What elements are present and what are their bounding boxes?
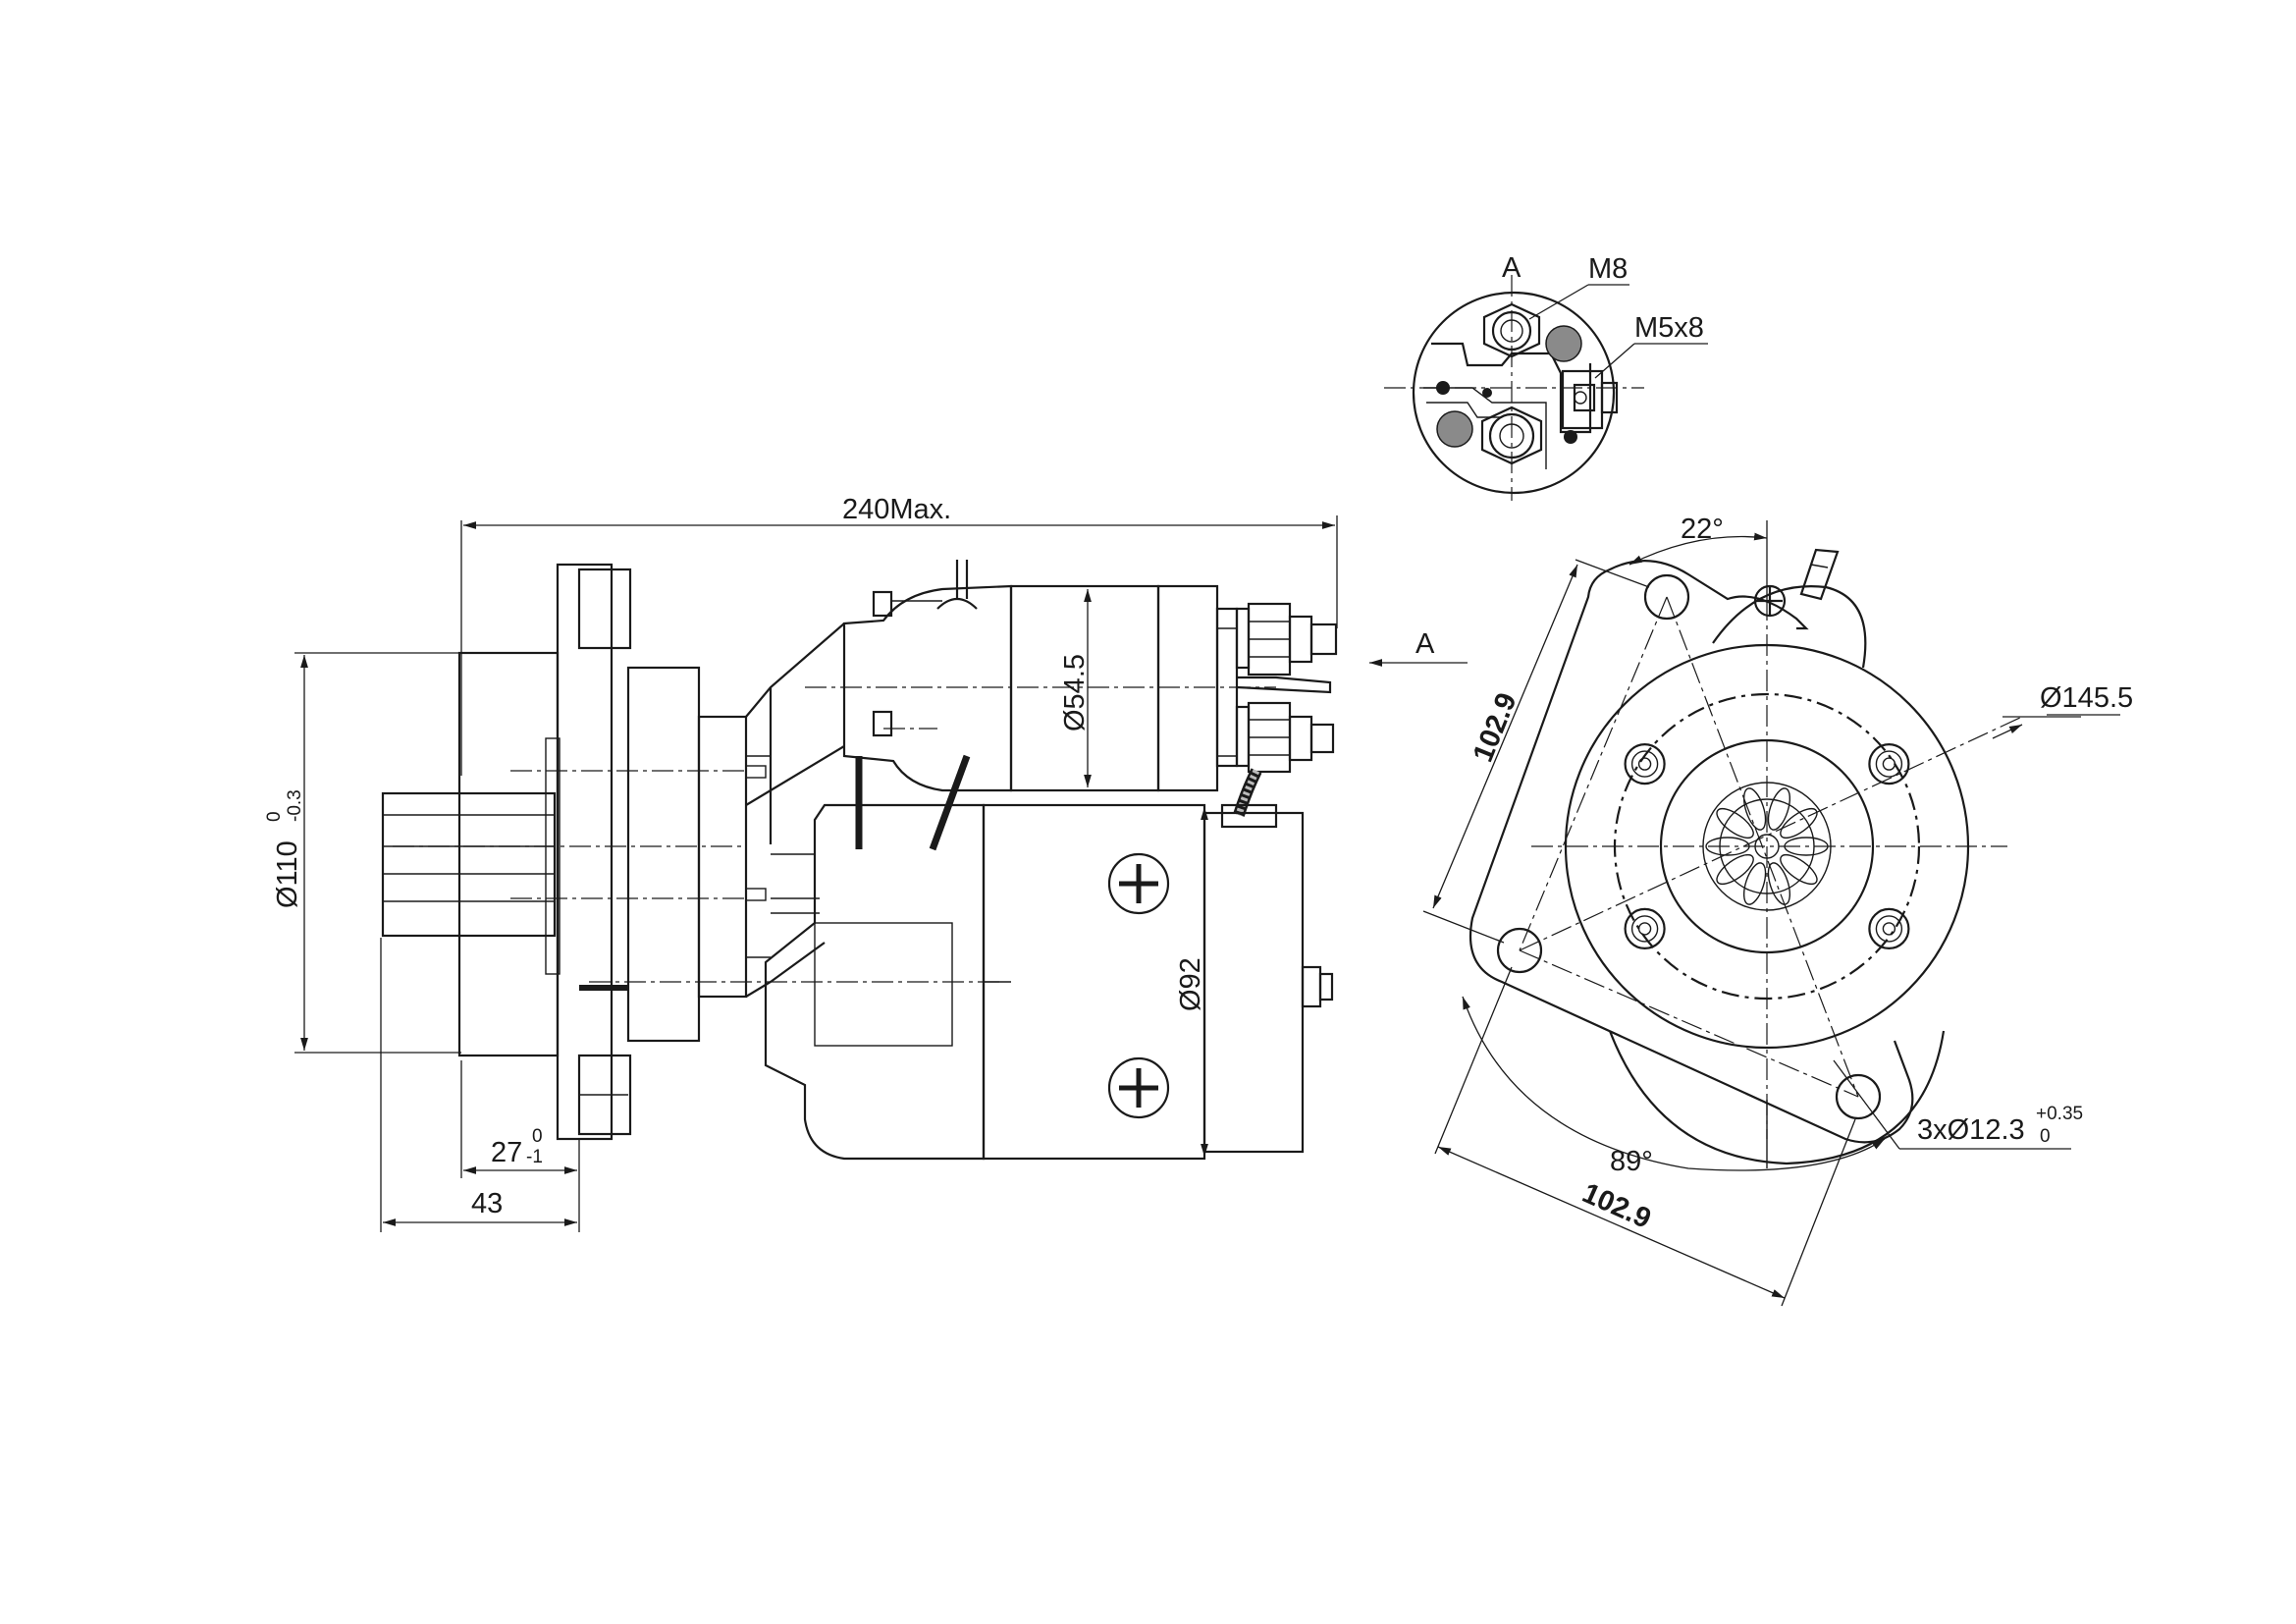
dim-bolt-circle-angle: 22° [1681,514,1724,545]
front-view: 22° 102.9 102.9 89° Ø145.5 3xØ12.3 +0.35… [1422,514,2133,1307]
view-a-terminal-end: A M8 M5x8 [1384,252,1708,501]
dim-shaft-length: 43 [471,1188,503,1219]
dim-bolt-spacing-bottom: 102.9 [1577,1177,1655,1235]
housing-bolt [1624,907,1666,950]
housing-bolt [1882,757,1896,771]
terminal-lower [1235,701,1335,774]
dim-flange-tol-upper: 0 [264,811,285,822]
housing-bolt [1868,907,1910,950]
mounting-flange [556,563,614,1141]
label-m5x8: M5x8 [1634,312,1704,344]
pinion-tooth [1780,853,1818,886]
pinion-tooth [1767,862,1791,905]
dim-mount-holes: 3xØ12.3 [1917,1114,2025,1146]
dim-bolt-angle: 89° [1610,1146,1653,1177]
housing-bolt [1868,742,1910,785]
view-arrow-label: A [1415,628,1435,660]
pinion-tooth [1742,787,1767,831]
housing-bolt [1637,922,1652,936]
dim-holes-tol-upper: +0.35 [2036,1104,2083,1124]
dim-overall-length: 240Max. [842,494,951,525]
housing-bolt [1630,915,1659,943]
housing-bolt [1875,915,1903,943]
terminal-end-outline [1412,291,1616,495]
solenoid-body [842,584,1013,792]
housing-bolt [1882,922,1896,936]
insulator-upper [1545,325,1582,362]
shaft-housing [381,791,557,938]
side-view: 240Max. A Ø54.5 Ø92 Ø110 0 -0.3 27 0 -1 … [264,494,1468,1232]
housing-bolts [1624,742,1910,950]
mount-hole-left [1496,927,1543,974]
dim-bolt-spacing-left: 102.9 [1468,688,1523,766]
housing-bolt [1875,750,1903,778]
drive-end-housing [626,666,701,1043]
motor-body [764,803,986,1161]
motor-screw-upper [1107,852,1170,915]
pilot-ring [457,651,560,1057]
pinion-tooth [1716,853,1754,886]
motor-screw-lower [1107,1056,1170,1119]
dim-holes-tol-lower: 0 [2040,1126,2051,1147]
triangular-flange [1468,560,1914,1144]
housing-bolt [1624,742,1666,785]
mount-hole-top [1643,573,1690,621]
label-m8: M8 [1588,253,1628,285]
dim-pcd-diameter: Ø145.5 [2040,682,2133,714]
pinion-tooth [1716,807,1754,839]
pinion-tooth [1742,862,1767,905]
housing-bolt [1630,750,1659,778]
pinion-tooth [1780,807,1818,839]
dim-motor-diameter: Ø92 [1175,957,1206,1011]
dim-solenoid-diameter: Ø54.5 [1059,654,1091,731]
terminal-upper [1235,602,1338,677]
pinion-tooth [1767,787,1791,831]
dim-pilot-tol-upper: 0 [532,1126,543,1147]
dim-flange-tol-lower: -0.3 [285,789,305,822]
dim-flange-diameter: Ø110 [272,840,303,908]
insulator-lower [1436,410,1473,448]
dim-pilot-length: 27 [491,1137,522,1168]
view-a-title: A [1502,252,1522,284]
dim-pilot-tol-lower: -1 [526,1147,543,1167]
housing-bolt [1637,757,1652,771]
